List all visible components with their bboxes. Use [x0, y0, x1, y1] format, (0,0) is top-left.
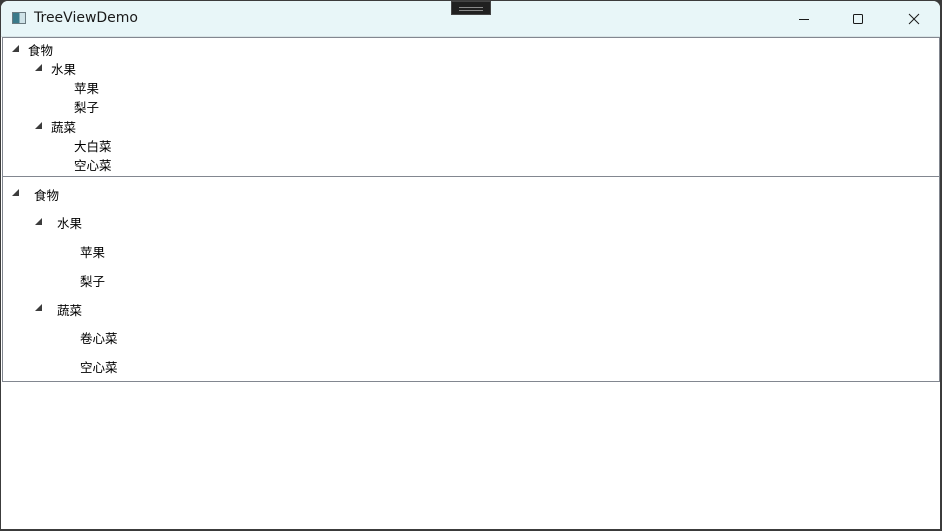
maximize-icon	[853, 13, 863, 24]
snap-layout-handle[interactable]	[451, 1, 491, 15]
tree-view-compact[interactable]: 食物 水果 苹果 梨子 蔬菜 大白菜 空心菜	[2, 37, 940, 177]
tree-view-spacious[interactable]: 食物 水果 苹果 梨子 蔬菜 卷心菜 空心菜	[2, 176, 940, 382]
tree-item-category[interactable]: 水果	[51, 62, 77, 77]
tree-item-category[interactable]: 蔬菜	[51, 120, 77, 135]
expander-collapse-icon[interactable]	[12, 189, 19, 196]
expander-collapse-icon[interactable]	[12, 45, 19, 52]
tree-item-leaf[interactable]: 苹果	[80, 245, 106, 260]
close-button[interactable]	[891, 1, 937, 36]
tree-item-leaf[interactable]: 苹果	[74, 81, 100, 96]
window-title: TreeViewDemo	[34, 10, 138, 26]
minimize-icon	[799, 18, 809, 20]
maximize-button[interactable]	[835, 1, 881, 36]
tree-item-category[interactable]: 蔬菜	[57, 303, 83, 318]
close-icon	[908, 13, 920, 24]
tree-item-root[interactable]: 食物	[28, 43, 54, 58]
tree-item-root[interactable]: 食物	[34, 188, 60, 203]
expander-collapse-icon[interactable]	[35, 122, 42, 129]
tree-item-leaf[interactable]: 空心菜	[74, 158, 112, 173]
tree-item-category[interactable]: 水果	[57, 216, 83, 231]
tree-item-leaf[interactable]: 空心菜	[80, 360, 118, 375]
tree-item-leaf[interactable]: 卷心菜	[80, 331, 118, 346]
tree-item-leaf[interactable]: 大白菜	[74, 139, 112, 154]
app-window-icon	[12, 12, 26, 24]
tree-item-leaf[interactable]: 梨子	[80, 274, 106, 289]
expander-collapse-icon[interactable]	[35, 304, 42, 311]
expander-collapse-icon[interactable]	[35, 64, 42, 71]
minimize-button[interactable]	[781, 1, 827, 36]
expander-collapse-icon[interactable]	[35, 218, 42, 225]
title-bar[interactable]: TreeViewDemo	[1, 1, 940, 37]
tree-item-leaf[interactable]: 梨子	[74, 100, 100, 115]
